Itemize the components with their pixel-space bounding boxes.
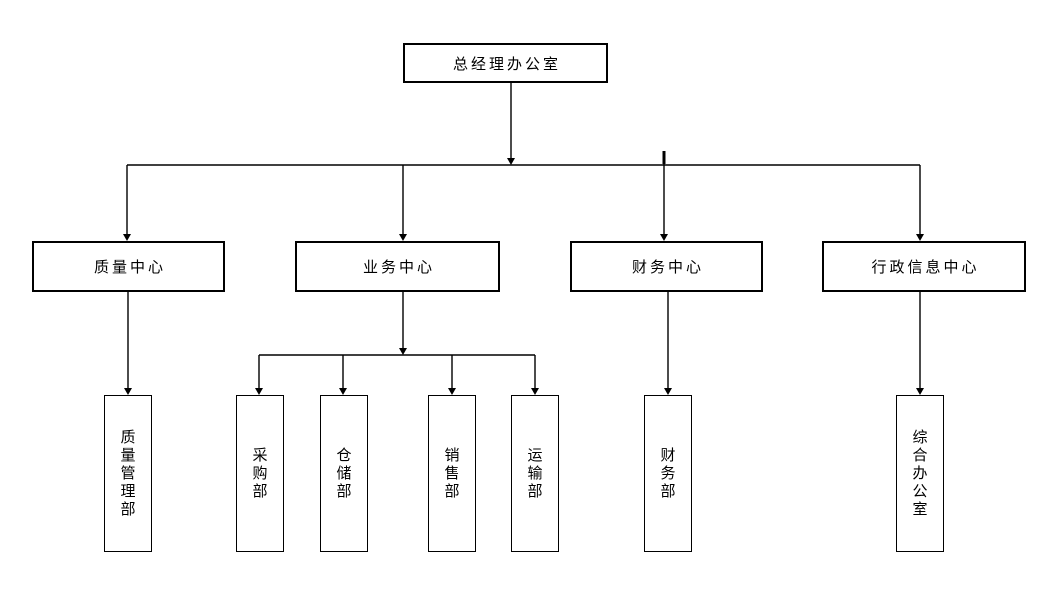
- arrowhead: [448, 388, 456, 395]
- node-general-manager-office: 总经理办公室: [403, 43, 608, 83]
- node-general-office: 综合办公室: [896, 395, 944, 552]
- node-finance-dept: 财务部: [644, 395, 692, 552]
- node-procurement-dept: 采购部: [236, 395, 284, 552]
- node-label: 财务中心: [631, 259, 704, 276]
- arrowhead: [124, 388, 132, 395]
- node-label: 综合办公室: [912, 428, 928, 518]
- arrowhead: [916, 234, 924, 241]
- arrowhead: [916, 388, 924, 395]
- node-warehousing-dept: 仓储部: [320, 395, 368, 552]
- arrowhead: [507, 158, 515, 165]
- node-label: 业务中心: [362, 259, 435, 276]
- node-quality-center: 质量中心: [32, 241, 225, 292]
- node-label: 运输部: [527, 446, 543, 500]
- node-business-center: 业务中心: [295, 241, 500, 292]
- arrowhead: [255, 388, 263, 395]
- node-label: 质量中心: [93, 259, 166, 276]
- arrowhead: [123, 234, 131, 241]
- arrowhead: [664, 388, 672, 395]
- node-label: 财务部: [660, 446, 676, 500]
- arrowhead: [660, 234, 668, 241]
- node-label: 仓储部: [336, 446, 352, 500]
- node-sales-dept: 销售部: [428, 395, 476, 552]
- node-transportation-dept: 运输部: [511, 395, 559, 552]
- node-label: 总经理办公室: [452, 55, 561, 73]
- node-quality-management-dept: 质量管理部: [104, 395, 152, 552]
- arrowhead: [399, 234, 407, 241]
- node-label: 采购部: [252, 446, 268, 500]
- node-admin-info-center: 行政信息中心: [822, 241, 1026, 292]
- node-finance-center: 财务中心: [570, 241, 763, 292]
- node-label: 销售部: [444, 446, 460, 500]
- arrowhead: [399, 348, 407, 355]
- node-label: 行政信息中心: [871, 259, 980, 276]
- arrowhead: [531, 388, 539, 395]
- node-label: 质量管理部: [120, 428, 136, 518]
- arrowheads: [123, 158, 924, 395]
- arrowhead: [339, 388, 347, 395]
